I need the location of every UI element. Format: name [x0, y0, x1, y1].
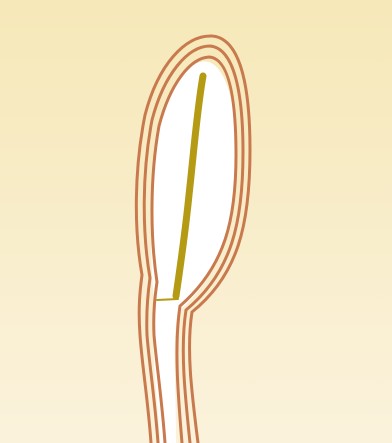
core-base-connector [157, 299, 178, 300]
